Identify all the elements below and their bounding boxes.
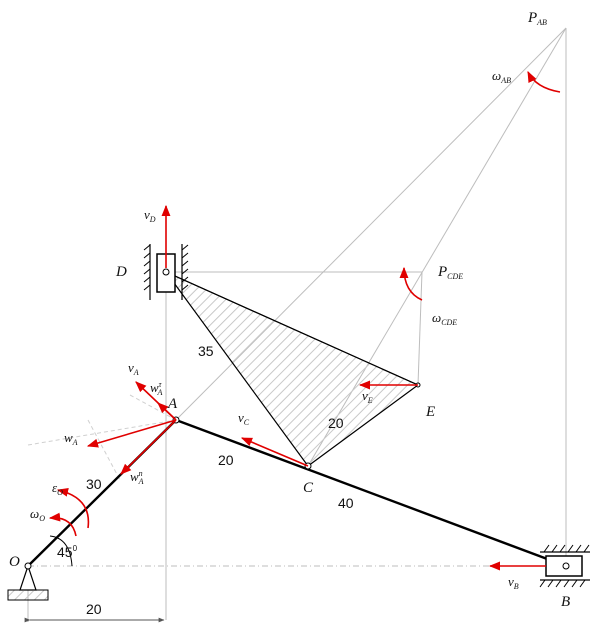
label-d: D xyxy=(115,264,127,280)
label-va: vA xyxy=(128,360,139,377)
dim-ce: 20 xyxy=(328,415,344,431)
dim-oa: 30 xyxy=(86,476,102,492)
label-c: C xyxy=(303,480,314,496)
dim-bottom: 20 xyxy=(86,601,102,617)
plate-dce xyxy=(164,270,420,467)
slider-b xyxy=(539,544,590,588)
label-omega-cde: ωCDE xyxy=(432,310,457,327)
label-e: E xyxy=(425,404,435,420)
arc-omega-cde xyxy=(399,266,423,301)
arc-eps-o xyxy=(56,487,90,529)
label-wa: wA xyxy=(64,430,78,447)
line-de xyxy=(165,271,419,386)
vector-wa-n xyxy=(120,419,177,475)
label-b: B xyxy=(561,594,570,610)
label-o: O xyxy=(9,554,20,570)
label-omega-o: ωO xyxy=(30,506,45,523)
label-p-ab: PAB xyxy=(527,10,547,27)
dim-ac: 20 xyxy=(218,452,234,468)
dim-angle: 450 xyxy=(57,544,78,560)
vector-wa xyxy=(86,419,177,448)
label-vb: vB xyxy=(508,574,519,591)
label-vd: vD xyxy=(144,207,156,224)
label-ve: vE xyxy=(362,388,373,405)
label-omega-ab: ωAB xyxy=(492,68,511,85)
dim-dc: 35 xyxy=(198,343,214,359)
vector-vc xyxy=(240,437,309,467)
label-eps-o: εO xyxy=(52,480,63,497)
angle-arc-o xyxy=(49,535,73,567)
arc-omega-ab xyxy=(527,70,561,93)
slider-d xyxy=(143,244,189,300)
velocity-vectors xyxy=(48,70,561,571)
arc-omega-o xyxy=(48,512,77,537)
pivot-support-o xyxy=(7,562,49,601)
label-a: A xyxy=(167,396,178,412)
label-vc: vC xyxy=(238,410,250,427)
label-p-cde: PCDE xyxy=(437,264,463,281)
vector-wa-tau xyxy=(157,402,177,421)
construction-lines xyxy=(27,27,567,622)
dim-cb: 40 xyxy=(338,495,354,511)
link-ab xyxy=(175,418,567,568)
